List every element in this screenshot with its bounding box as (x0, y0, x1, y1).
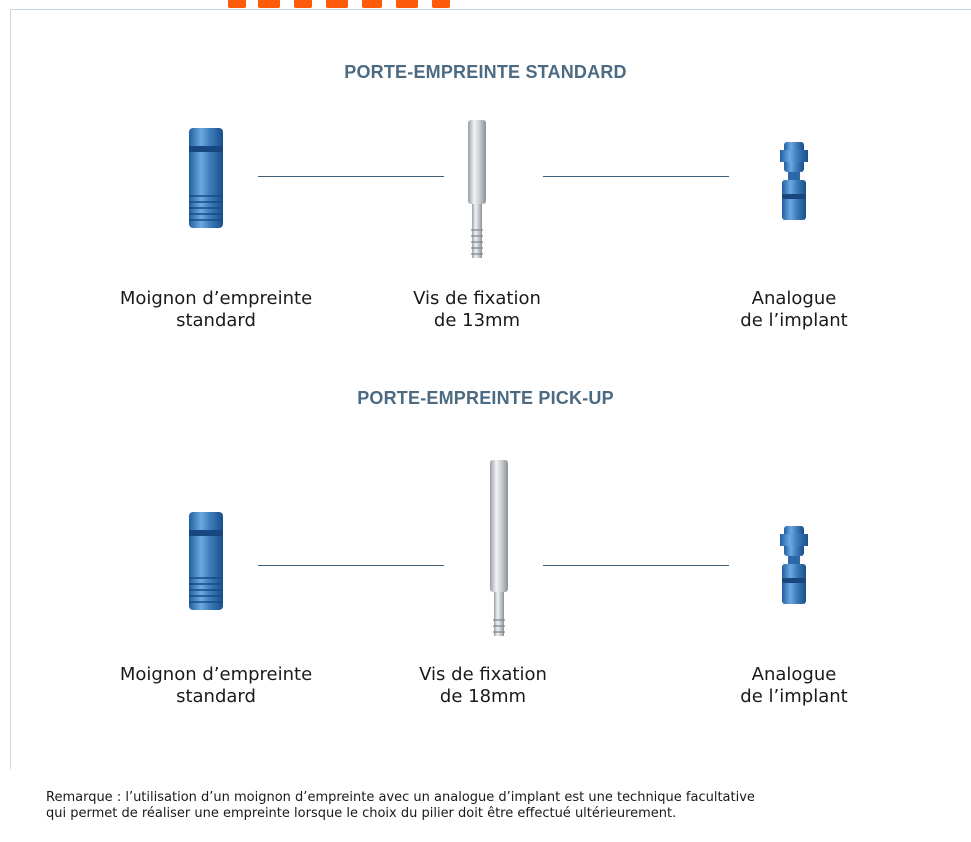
fixation-screw-icon (468, 120, 486, 258)
caption-line: de l’implant (740, 686, 848, 707)
caption-line: Moignon d’empreinte (119, 288, 313, 309)
caption-line: Analogue (751, 664, 837, 685)
connector-line (258, 176, 444, 177)
caption-line: Vis de fixation (413, 288, 541, 309)
caption-impression-coping: Moignon d’empreinte standard (86, 664, 346, 708)
connector-line (543, 176, 729, 177)
footnote: Remarque : l’utilisation d’un moignon d’… (46, 790, 946, 822)
caption-line: Vis de fixation (419, 664, 547, 685)
caption-line: de l’implant (740, 310, 848, 331)
caption-impression-coping: Moignon d’empreinte standard (86, 288, 346, 332)
caption-implant-analog: Analogue de l’implant (664, 664, 924, 708)
connector-line (258, 565, 444, 566)
fixation-screw-icon (490, 460, 508, 636)
page-frame-left (10, 9, 11, 769)
impression-coping-icon (189, 512, 223, 610)
impression-coping-icon (189, 128, 223, 228)
caption-line: de 13mm (433, 310, 521, 331)
caption-fixation-screw: Vis de fixation de 18mm (353, 664, 613, 708)
implant-analog-icon (780, 526, 808, 604)
caption-line: Moignon d’empreinte (119, 664, 313, 685)
caption-line: Analogue (751, 288, 837, 309)
footnote-line: Remarque : l’utilisation d’un moignon d’… (46, 790, 755, 805)
page-frame-top (10, 9, 971, 10)
caption-line: de 18mm (439, 686, 527, 707)
caption-line: standard (176, 310, 256, 331)
section-heading-pick-up: PORTE-EMPREINTE PICK-UP (357, 388, 614, 408)
connector-line (543, 565, 729, 566)
implant-analog-icon (780, 142, 808, 220)
cropped-title-fragment (228, 0, 468, 8)
section-heading-standard: PORTE-EMPREINTE STANDARD (344, 62, 627, 82)
caption-line: standard (176, 686, 256, 707)
caption-fixation-screw: Vis de fixation de 13mm (347, 288, 607, 332)
caption-implant-analog: Analogue de l’implant (664, 288, 924, 332)
footnote-line: qui permet de réaliser une empreinte lor… (46, 806, 677, 821)
